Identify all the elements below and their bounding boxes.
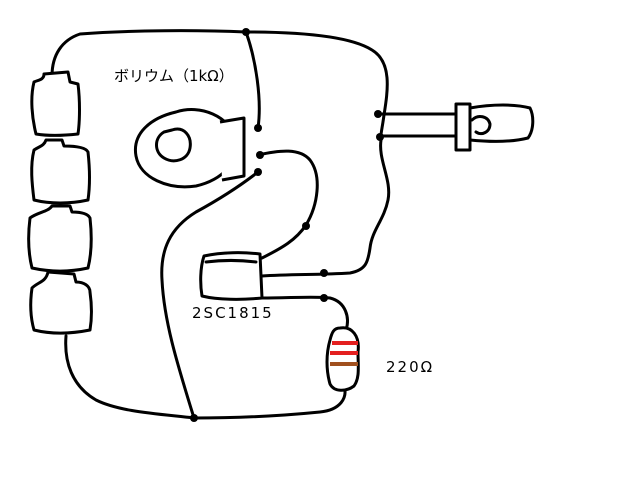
led-flange	[454, 102, 472, 152]
wiring	[50, 29, 460, 420]
led	[454, 102, 535, 152]
battery-pack	[27, 70, 93, 335]
junction-dot	[320, 294, 328, 302]
resistor-label: 220Ω	[386, 358, 435, 376]
resistor	[325, 326, 360, 392]
transistor-body	[199, 251, 264, 301]
junction-dot	[254, 168, 262, 176]
resistor-bottom-wire	[192, 384, 347, 420]
pot-top-wire	[244, 30, 261, 130]
led-dome	[468, 103, 535, 143]
resistor-body	[325, 326, 360, 392]
junction-dot	[376, 133, 384, 141]
potentiometer-label: ボリウム（1kΩ）	[114, 67, 234, 85]
pot-wiper-wire	[256, 149, 319, 260]
junction-dot	[242, 28, 250, 36]
pot-knob	[155, 127, 192, 163]
junction-dot	[190, 414, 198, 422]
battery-cell	[27, 204, 93, 273]
pot-bottom-wire	[160, 170, 260, 420]
battery-cell	[30, 70, 81, 137]
junction-dot	[320, 269, 328, 277]
battery-cell	[30, 138, 91, 205]
led-inner-lead	[470, 115, 492, 136]
junction-dot	[302, 222, 310, 230]
transistor-label: 2SC1815	[192, 304, 274, 322]
right-rail-wire	[260, 138, 391, 278]
junction-dot	[256, 151, 264, 159]
transistor-flat	[204, 259, 258, 264]
emitter-wire	[260, 295, 349, 332]
battery-cell	[29, 270, 93, 335]
junction-dot	[254, 124, 262, 132]
pot-terminal-block	[219, 116, 246, 182]
bottom-left-wire	[64, 334, 196, 420]
transistor	[199, 251, 264, 301]
junction-dot	[374, 110, 382, 118]
junctions	[190, 28, 384, 422]
potentiometer	[133, 108, 246, 189]
